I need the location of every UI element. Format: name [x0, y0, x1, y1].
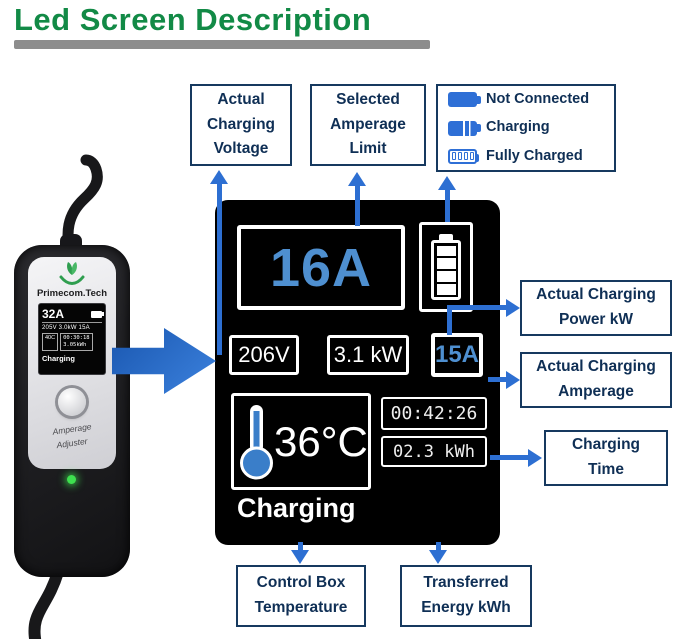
- status-led: [67, 475, 76, 484]
- voltage-arrow-line: [217, 184, 222, 355]
- power-arrow-head: [506, 299, 520, 317]
- lcd-temperature: 40C: [42, 333, 59, 352]
- voltage-arrow-head: [210, 170, 228, 184]
- led-screen-display: 16A 206V 3.1 kW 15A 36°C 00:42:26 02.3 k…: [215, 200, 500, 545]
- battery-fully-charged-icon: [448, 148, 479, 164]
- callout-line: Limit: [349, 140, 387, 158]
- callout-line: Voltage: [213, 140, 269, 158]
- battery-charging-icon: [448, 120, 481, 136]
- callout-charging-time: Charging Time: [544, 430, 668, 486]
- lcd-status: Charging: [42, 354, 75, 364]
- time-arrow-line: [490, 455, 530, 460]
- callout-transferred-energy: Transferred Energy kWh: [400, 565, 532, 627]
- lcd-detail-row: 40C 00:30:18 3.05kWh: [42, 333, 102, 352]
- callout-line: Control Box: [256, 574, 346, 592]
- energy-arrow-line: [436, 542, 441, 552]
- power-arrow-elbow: [447, 305, 452, 335]
- energy-display: 02.3 kWh: [381, 436, 487, 467]
- amperage-display: 15A: [431, 333, 483, 377]
- callout-control-box-temperature: Control Box Temperature: [236, 565, 366, 627]
- legend-label: Charging: [486, 119, 550, 136]
- amperage-limit-value: 16A: [269, 237, 373, 298]
- callout-line: Actual Charging: [536, 286, 656, 304]
- callout-line: Amperage: [558, 383, 634, 400]
- battery-status-display: [419, 222, 473, 312]
- callout-line: Selected: [336, 90, 400, 108]
- callout-line: Power kW: [558, 311, 634, 328]
- power-arrow-line: [447, 305, 508, 310]
- legend-arrow-head: [438, 176, 456, 190]
- callout-line: Actual Charging: [536, 358, 656, 376]
- brand-leaf-logo-icon: [59, 262, 85, 286]
- thermometer-icon: [240, 404, 273, 479]
- lcd-time-energy: 00:30:18 3.05kWh: [60, 333, 93, 352]
- battery-icon-nub: [439, 234, 453, 240]
- legend-row: Charging: [448, 116, 614, 139]
- legend-arrow-line: [445, 190, 450, 222]
- callout-line: Charging: [206, 115, 276, 133]
- temperature-arrow-line: [298, 542, 303, 552]
- temperature-value: 36°C: [274, 417, 368, 465]
- legend-label: Not Connected: [486, 91, 590, 108]
- callout-line: Amperage: [330, 115, 406, 133]
- callout-line: Time: [588, 461, 624, 478]
- power-display: 3.1 kW: [327, 335, 409, 375]
- time-display: 00:42:26: [381, 397, 487, 430]
- lcd-top-row: 32A: [42, 307, 104, 323]
- voltage-display: 206V: [229, 335, 299, 375]
- lcd-time: 00:30:18: [63, 335, 90, 341]
- callout-selected-amperage-limit: Selected Amperage Limit: [310, 84, 426, 166]
- amperage-limit-arrow-head: [348, 172, 366, 186]
- legend-row: Not Connected: [448, 88, 614, 111]
- energy-arrow-head: [429, 550, 447, 564]
- brand-name: Primecom.Tech: [36, 288, 108, 299]
- callout-actual-charging-voltage: Actual Charging Voltage: [190, 84, 292, 166]
- battery-not-connected-icon: [448, 92, 481, 108]
- callout-line: Temperature: [254, 599, 348, 616]
- lcd-battery-icon: [91, 310, 104, 318]
- lcd-readings: 205V 3.0kW 15A: [42, 325, 90, 331]
- callout-actual-charging-amperage: Actual Charging Amperage: [520, 352, 672, 408]
- screen-status: Charging: [237, 493, 356, 523]
- title-underline: [14, 40, 430, 49]
- amperage-arrow-head: [506, 371, 520, 389]
- temperature-arrow-head: [291, 550, 309, 564]
- callout-actual-charging-power: Actual Charging Power kW: [520, 280, 672, 336]
- temperature-display: 36°C: [231, 393, 371, 490]
- device-lcd: 32A 205V 3.0kW 15A 40C 00:30:18 3.05kWh …: [38, 303, 106, 375]
- battery-icon: [431, 240, 461, 300]
- legend-label: Fully Charged: [486, 147, 583, 164]
- callout-line: Energy kWh: [421, 599, 511, 616]
- callout-line: Charging: [571, 436, 641, 454]
- amperage-arrow-line: [488, 377, 508, 382]
- callout-line: Actual: [217, 90, 265, 108]
- legend-row: Fully Charged: [448, 145, 614, 168]
- page-title: Led Screen Description: [14, 2, 372, 37]
- amperage-adjust-dial: [58, 388, 86, 416]
- lcd-amperage-value: 32A: [42, 307, 65, 321]
- time-arrow-head: [528, 449, 542, 467]
- lcd-energy: 3.05kWh: [63, 342, 87, 349]
- battery-state-legend: Not Connected Charging Fully Charged: [436, 84, 616, 172]
- callout-line: Transferred: [423, 574, 509, 592]
- amperage-limit-arrow-line: [355, 186, 360, 226]
- charger-cable-bottom: [28, 566, 64, 639]
- amperage-limit-display: 16A: [237, 225, 405, 310]
